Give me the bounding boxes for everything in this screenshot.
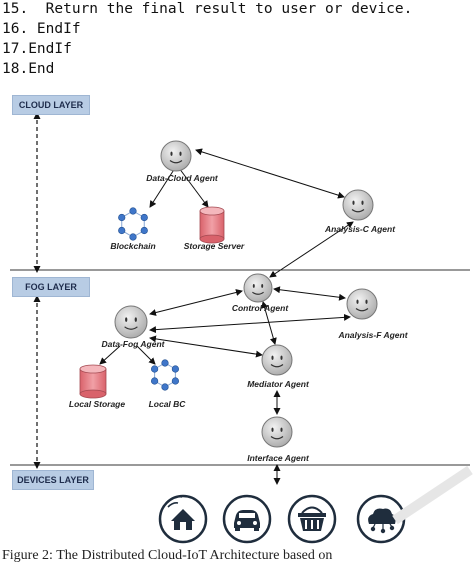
datafog-to-localbc — [136, 345, 156, 365]
datacloud-to-storage — [178, 167, 209, 208]
blockchain-label: Blockchain — [110, 241, 156, 251]
shopping-basket-icon — [298, 506, 326, 531]
datacloud-to-blockchain — [149, 167, 176, 208]
analysis-c-agent-label: Analysis-C Agent — [324, 224, 396, 234]
data-cloud-agent-icon — [160, 140, 192, 172]
device-shopping — [287, 494, 337, 544]
data-cloud-agent-label: Data-Cloud Agent — [146, 173, 218, 183]
control-agent-icon — [243, 273, 273, 303]
data-fog-agent-label: Data-Fog Agent — [101, 339, 165, 349]
algorithm-line-18: 18.End — [2, 61, 55, 77]
datacloud-analysisc-link — [195, 148, 345, 199]
car-icon — [234, 510, 260, 531]
analysisc-control-link — [269, 221, 354, 278]
mediator-agent-icon — [261, 344, 293, 376]
devices-layer-box: DEVICES LAYER — [12, 470, 94, 490]
analysis-f-agent-label: Analysis-F Agent — [338, 330, 408, 340]
figure-caption: Figure 2: The Distributed Cloud-IoT Arch… — [2, 548, 333, 563]
mediator-agent-label: Mediator Agent — [247, 379, 309, 389]
control-mediator-link — [261, 301, 277, 345]
smart-home-icon — [165, 495, 195, 530]
fog-layer-box: FOG LAYER — [12, 277, 90, 297]
control-agent-label: Control Agent — [231, 303, 289, 313]
devices-layer-label: DEVICES LAYER — [17, 475, 89, 485]
analysis-c-agent-icon — [342, 189, 374, 221]
control-datafog-link — [149, 289, 243, 316]
local-storage-label: Local Storage — [68, 399, 126, 409]
interface-agent-icon — [261, 416, 293, 448]
algorithm-line-15: 15. Return the final result to user or d… — [2, 1, 413, 17]
device-smart-home — [158, 494, 208, 544]
storage-server-icon — [199, 206, 225, 244]
fog-layer-label: FOG LAYER — [25, 282, 77, 292]
cloud-connected-icon — [368, 508, 396, 534]
watermark-stroke — [392, 465, 473, 525]
storage-server-label: Storage Server — [183, 241, 245, 251]
control-analysisf-link — [273, 286, 346, 301]
analysis-f-agent-icon — [346, 288, 378, 320]
device-cloud-network — [356, 494, 406, 544]
algorithm-line-17: 17.EndIf — [2, 41, 72, 57]
datafog-analysisf-link — [149, 313, 351, 334]
local-bc-label: Local BC — [148, 399, 186, 409]
datafog-to-localstorage — [99, 345, 121, 365]
cloud-layer-box: CLOUD LAYER — [12, 95, 90, 115]
device-car — [222, 494, 272, 544]
local-bc-icon — [151, 359, 179, 391]
cloud-layer-label: CLOUD LAYER — [18, 100, 84, 110]
algorithm-line-16: 16. EndIf — [2, 21, 81, 37]
blockchain-icon — [118, 207, 148, 241]
local-storage-icon — [79, 364, 107, 399]
data-fog-agent-icon — [114, 305, 148, 339]
interface-agent-label: Interface Agent — [247, 453, 309, 463]
datafog-mediator-link — [149, 335, 263, 358]
